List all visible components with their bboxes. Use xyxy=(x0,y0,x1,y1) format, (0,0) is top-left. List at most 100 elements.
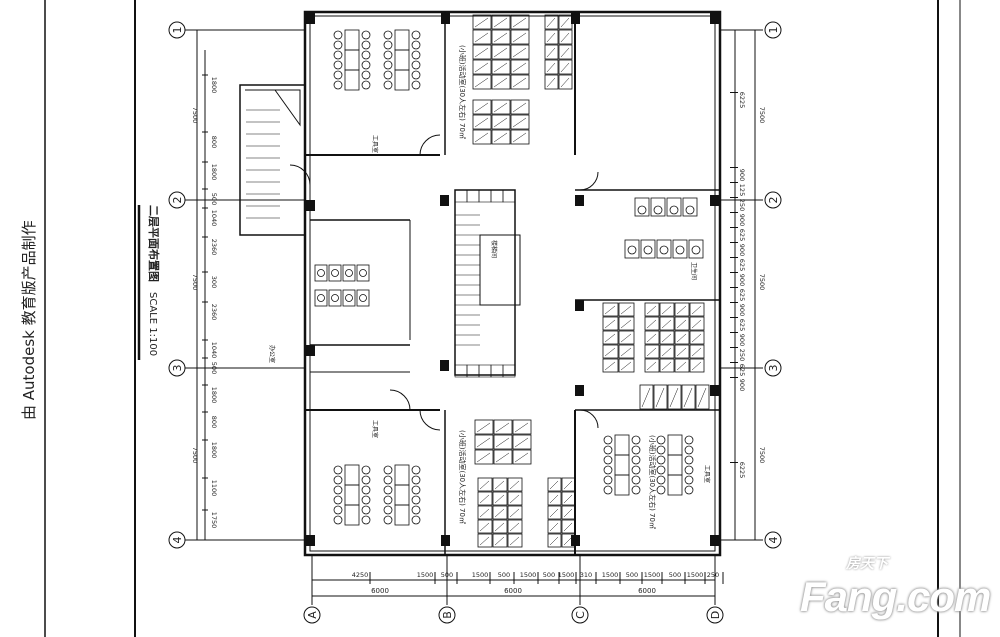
sheet-credit: 由 Autodesk 教育版产品制作 xyxy=(20,220,38,420)
grid-label-row: 4 xyxy=(171,537,184,544)
room-label-tool-room-2: 工具室 xyxy=(371,420,379,438)
chair xyxy=(361,485,371,495)
grid-label-column: C xyxy=(574,611,587,619)
toilet-bowl xyxy=(685,205,695,215)
chair xyxy=(684,465,694,475)
dimension-value: 900 xyxy=(738,334,746,346)
dimension-value: 1500 xyxy=(602,571,619,579)
chair xyxy=(333,70,343,80)
grid-bubble-row xyxy=(168,191,186,209)
building-walls xyxy=(239,10,722,557)
grid-label-row: 1 xyxy=(767,27,780,34)
room-label-stair: 楼梯间 xyxy=(490,240,498,258)
chair xyxy=(631,435,641,445)
toilet-stall xyxy=(666,197,682,217)
dimension-value: 7500 xyxy=(758,274,766,291)
chair xyxy=(361,50,371,60)
table xyxy=(667,434,683,456)
chair xyxy=(631,475,641,485)
dimension-value: 2360 xyxy=(210,304,218,321)
chair xyxy=(411,40,421,50)
structural-columns xyxy=(306,13,719,546)
chair xyxy=(383,465,393,475)
column xyxy=(575,195,584,206)
bed xyxy=(492,477,508,492)
grid-bubble-row xyxy=(168,531,186,549)
table xyxy=(344,464,360,486)
bed xyxy=(472,74,492,90)
bed xyxy=(558,74,573,90)
bed xyxy=(493,434,513,450)
toilet-stall xyxy=(356,264,370,282)
chair xyxy=(333,465,343,475)
dimension-value: 900 xyxy=(738,244,746,256)
bed xyxy=(547,477,562,492)
sink xyxy=(672,239,688,259)
sink xyxy=(656,239,672,259)
dimension-value: 7500 xyxy=(191,274,199,291)
column xyxy=(575,300,584,311)
stair-crossbox xyxy=(466,189,480,203)
chair xyxy=(411,50,421,60)
dimension-value: 310 xyxy=(580,571,592,579)
bed xyxy=(472,44,492,60)
dimension-value: 6000 xyxy=(371,587,389,595)
bed xyxy=(472,29,492,45)
bed xyxy=(618,302,635,317)
chair xyxy=(361,70,371,80)
bed xyxy=(681,384,696,410)
table xyxy=(344,69,360,91)
table xyxy=(344,504,360,526)
sink xyxy=(624,239,640,259)
bed xyxy=(510,99,530,115)
bed xyxy=(510,59,530,75)
bed xyxy=(602,330,619,345)
grid-bubble-column xyxy=(706,606,724,624)
column xyxy=(441,13,450,24)
bed xyxy=(510,44,530,60)
dimension-value: 1500 xyxy=(644,571,661,579)
grid-bubble-row xyxy=(168,21,186,39)
bed xyxy=(659,358,675,373)
bed xyxy=(512,419,532,435)
grid-bubble-row xyxy=(764,191,782,209)
chair xyxy=(383,50,393,60)
chair xyxy=(603,445,613,455)
bed xyxy=(674,316,690,331)
bed xyxy=(547,491,562,506)
chair xyxy=(383,495,393,505)
chair xyxy=(631,445,641,455)
chair xyxy=(411,485,421,495)
chair xyxy=(361,80,371,90)
bed xyxy=(507,533,523,548)
chair xyxy=(603,475,613,485)
bed xyxy=(507,477,523,492)
table xyxy=(394,69,410,91)
bed xyxy=(510,29,530,45)
bed xyxy=(472,99,492,115)
bed xyxy=(491,29,511,45)
bed xyxy=(547,519,562,534)
bed xyxy=(491,99,511,115)
column xyxy=(306,535,315,546)
stair-crossbox xyxy=(454,189,468,203)
dimension-value: 625 xyxy=(738,364,746,376)
room-label-office: 办公室 xyxy=(268,345,276,363)
column xyxy=(710,195,719,206)
bed xyxy=(510,14,530,30)
chair xyxy=(361,475,371,485)
bed xyxy=(618,330,635,345)
table xyxy=(394,484,410,506)
bed xyxy=(492,505,508,520)
dimension-value: 4250 xyxy=(352,571,369,579)
bed xyxy=(477,477,493,492)
table xyxy=(394,464,410,486)
bed xyxy=(492,519,508,534)
chair xyxy=(411,60,421,70)
dimension-value: 7500 xyxy=(758,107,766,124)
fang-watermark-logo: 房天下 Fang.com xyxy=(800,556,991,630)
dimension-value: 900 xyxy=(738,214,746,226)
bed xyxy=(644,358,660,373)
grid-label-row: 1 xyxy=(171,27,184,34)
